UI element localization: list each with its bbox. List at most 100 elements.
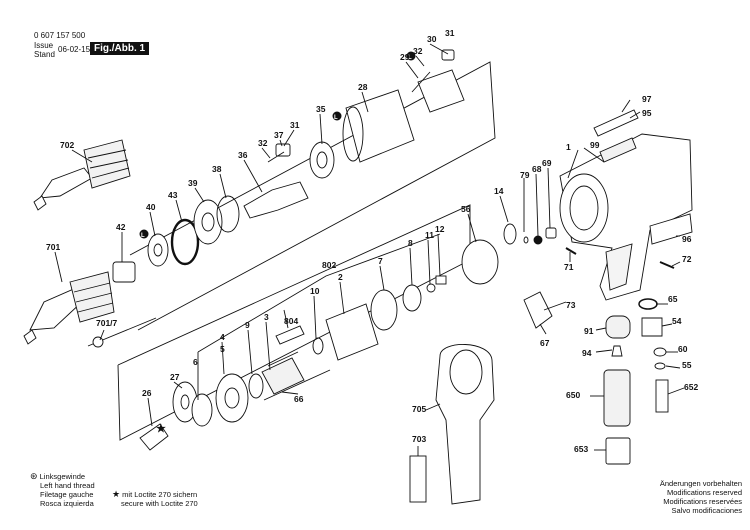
- part-label-p69: 69: [542, 158, 552, 168]
- washer-11: [426, 283, 436, 293]
- part-label-p14: 14: [494, 186, 504, 196]
- ring-10: [312, 337, 324, 355]
- fitting-652: [655, 379, 669, 413]
- part-label-p3: 3: [264, 312, 269, 322]
- svg-text:L: L: [334, 115, 338, 121]
- part-label-p32b: 32: [258, 138, 268, 148]
- part-label-p7: 7: [378, 256, 383, 266]
- part-label-p35: 35: [316, 104, 326, 114]
- handle-705-drawing: [435, 344, 495, 505]
- part-label-p94: 94: [582, 348, 592, 358]
- chuck-702-drawing: [33, 139, 131, 211]
- nut-42: [112, 261, 136, 283]
- washer-40: [147, 233, 169, 267]
- loctite-symbol: ★: [112, 489, 121, 499]
- loctite-de: mit Loctite 270 sichern: [122, 490, 198, 499]
- part-label-p30: 30: [427, 34, 437, 44]
- notice-de: Änderungen vorbehalten: [659, 479, 742, 488]
- part-label-p12: 12: [435, 224, 445, 234]
- part-label-p97: 97: [642, 94, 652, 104]
- lh-thread-marker-1: L: [139, 229, 149, 239]
- part-label-p701: 701: [46, 242, 60, 252]
- notice-en: Modifications reserved: [666, 488, 742, 497]
- part-label-p79: 79: [520, 170, 530, 180]
- pin-29: [411, 71, 431, 93]
- shaft-66: [263, 369, 331, 401]
- part-label-p40: 40: [146, 202, 156, 212]
- part-label-p96: 96: [682, 234, 692, 244]
- part-label-p68: 68: [532, 164, 542, 174]
- part-label-p26: 26: [142, 388, 152, 398]
- ring-79: [523, 236, 529, 244]
- notice-fr: Modifications reservées: [663, 497, 742, 506]
- fitting-653: [605, 437, 631, 465]
- part-label-p652: 652: [684, 382, 698, 392]
- bearing-8: [402, 284, 422, 312]
- valve-14: [503, 223, 517, 245]
- part-label-p653: 653: [574, 444, 588, 454]
- part-label-p804: 804: [284, 316, 298, 326]
- issue-date: 06-02-15: [58, 45, 91, 54]
- legend-left-thread: ⊛ Linksgewinde Left hand thread Filetage…: [30, 471, 95, 509]
- lh-thread-symbol: ⊛: [30, 471, 38, 481]
- part-label-p39: 39: [188, 178, 198, 188]
- part-label-p705: 705: [412, 404, 426, 414]
- part-label-p27: 27: [170, 372, 180, 382]
- part-label-p10: 10: [310, 286, 320, 296]
- part-label-p95: 95: [642, 108, 652, 118]
- vane-804: [275, 325, 305, 345]
- bearing-39: [193, 199, 223, 245]
- lh-thread-marker-2: L: [332, 111, 342, 121]
- part-label-p31a: 31: [445, 28, 455, 38]
- part-label-p36: 36: [238, 150, 248, 160]
- housing-1-drawing: [559, 133, 693, 301]
- legend-de: Linksgewinde: [39, 472, 86, 481]
- part-label-p2: 2: [338, 272, 343, 282]
- part-label-p702: 702: [60, 140, 74, 150]
- part-label-p1: 1: [566, 142, 571, 152]
- part-label-p43: 43: [168, 190, 178, 200]
- part-label-p72: 72: [682, 254, 692, 264]
- part-label-p66: 66: [294, 394, 304, 404]
- figure-label: Fig./Abb. 1: [90, 42, 150, 55]
- part-label-p60: 60: [678, 344, 688, 354]
- bearing-6: [191, 393, 213, 427]
- gear-37: [275, 143, 291, 157]
- chuck-key-head: [92, 336, 104, 348]
- part-label-p55: 55: [682, 360, 692, 370]
- knob-91: [605, 315, 631, 339]
- pin-32: [267, 151, 285, 163]
- end-plate-7: [370, 289, 398, 331]
- ring-38: [216, 195, 240, 233]
- legend-es: Rosca izquierda: [40, 499, 94, 508]
- cylinder-2: [325, 303, 379, 361]
- ring-gear-28: [345, 89, 415, 163]
- part-label-p29: 29: [400, 52, 410, 62]
- lh-thread-marker-3: L: [406, 51, 416, 61]
- part-label-p31b: 31: [290, 120, 300, 130]
- loctite-en: secure with Loctite 270: [121, 499, 198, 508]
- shaft-26: [139, 423, 169, 451]
- pin-72: [659, 261, 675, 269]
- part-label-p71: 71: [564, 262, 574, 272]
- ring-60: [653, 347, 667, 357]
- filter-650: [603, 369, 631, 427]
- svg-text:L: L: [408, 55, 412, 61]
- rotor-3: [261, 357, 305, 395]
- part-label-p802: 802: [322, 260, 336, 270]
- part-label-p99: 99: [590, 140, 600, 150]
- ball-68: [533, 235, 543, 245]
- part-label-p91: 91: [584, 326, 594, 336]
- notice-es: Salvo modificaciones: [671, 506, 742, 515]
- part-label-p73: 73: [566, 300, 576, 310]
- chuck-701-drawing: [23, 271, 115, 345]
- part-label-p703: 703: [412, 434, 426, 444]
- part-label-p7017: 701/7: [96, 318, 118, 328]
- svg-text:L: L: [141, 233, 145, 239]
- part-label-p5: 5: [220, 344, 225, 354]
- ring-55: [654, 362, 666, 370]
- part-label-p8: 8: [408, 238, 413, 248]
- part-label-p28: 28: [358, 82, 368, 92]
